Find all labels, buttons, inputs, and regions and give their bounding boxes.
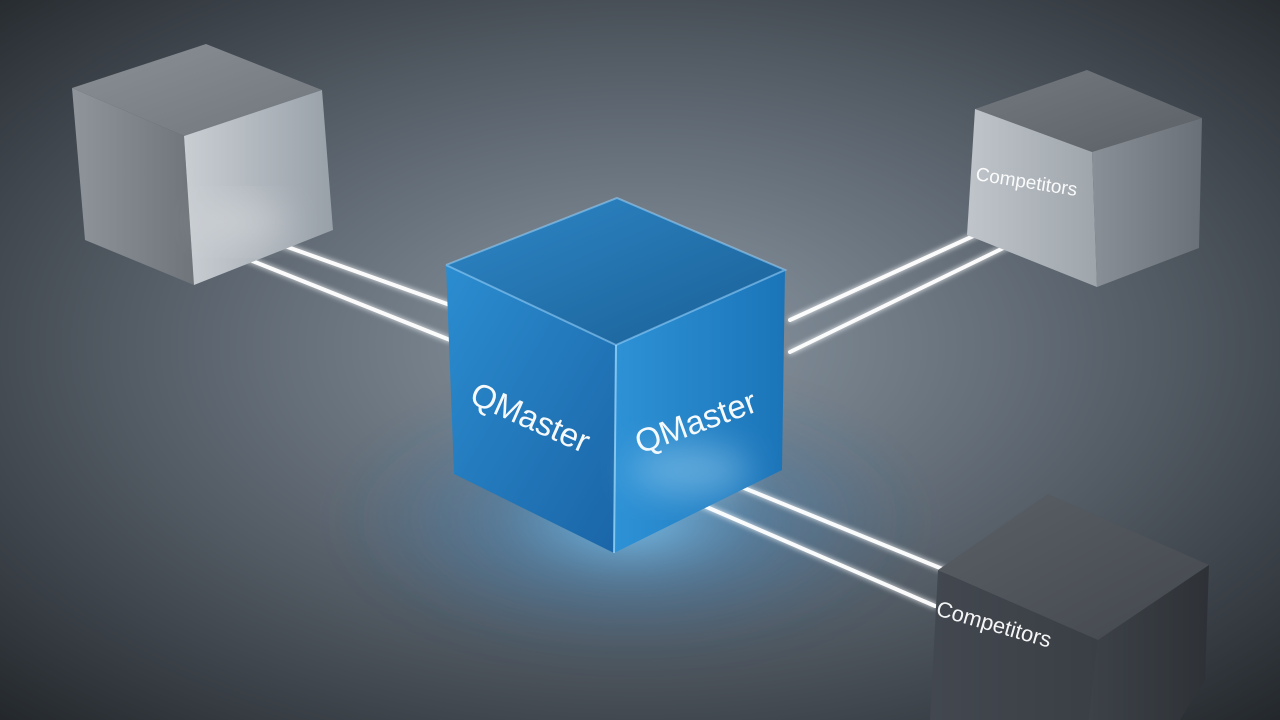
- cube-top-right: Competitors: [967, 70, 1202, 287]
- cube-bottom-right-right: [1088, 565, 1209, 720]
- cube-top-left-highlight: [200, 204, 290, 240]
- cube-bottom-right-top: [938, 494, 1209, 640]
- cube-top-left: [72, 44, 333, 285]
- cube-center-edges: [445, 196, 788, 347]
- cube-center: QMaster QMaster: [445, 196, 788, 554]
- cube-bottom-right: Competitors: [930, 494, 1209, 720]
- beam-top-left-2: [223, 248, 452, 342]
- cube-top-left-top: [72, 44, 322, 136]
- beam-bottom-right-2: [670, 490, 937, 608]
- cube-center-left: [446, 265, 616, 553]
- cube-top-left-left: [72, 88, 194, 285]
- cube-center-inner-glow: [630, 445, 750, 495]
- cube-top-right-top: [975, 70, 1202, 152]
- beam-top-right-2: [788, 233, 1032, 354]
- cube-center-front-edge: [613, 344, 617, 554]
- cube-bottom-right-left: [930, 570, 1098, 720]
- cube-top-right-left: [967, 109, 1097, 287]
- cube-top-right-right: [1092, 118, 1202, 287]
